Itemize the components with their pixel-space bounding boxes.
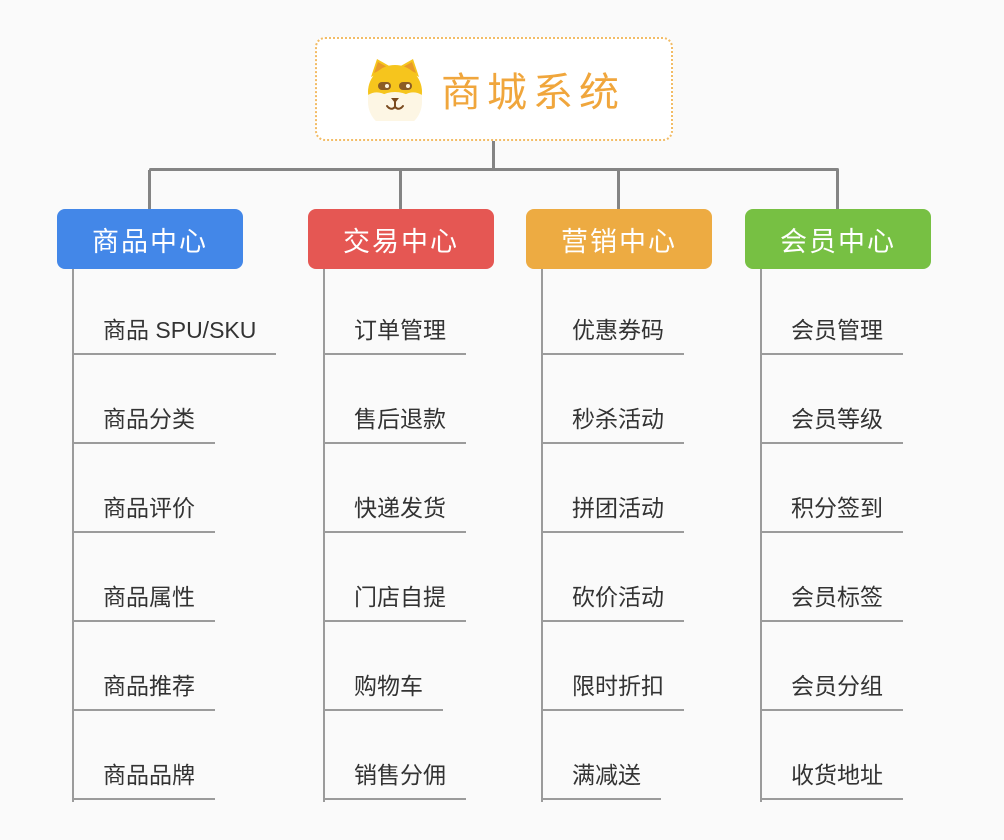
root-title: 商城系统 — [441, 71, 625, 115]
leaf-node[interactable]: 优惠券码 — [542, 317, 684, 355]
leaf-node[interactable]: 秒杀活动 — [542, 406, 684, 444]
connector-drop-marketing — [617, 170, 620, 210]
branch-marketing-center: 营销中心 优惠券码 秒杀活动 拼团活动 砍价活动 限时折扣 满减送 — [526, 209, 766, 809]
branch-spine — [323, 269, 325, 802]
leaf-node[interactable]: 门店自提 — [324, 584, 466, 622]
branch-member-center: 会员中心 会员管理 会员等级 积分签到 会员标签 会员分组 收货地址 — [745, 209, 985, 809]
leaf-node[interactable]: 会员标签 — [761, 584, 903, 622]
leaf-node[interactable]: 限时折扣 — [542, 673, 684, 711]
leaf-node[interactable]: 商品品牌 — [73, 762, 215, 800]
branch-header-product-center[interactable]: 商品中心 — [57, 209, 243, 269]
branch-spine — [760, 269, 762, 802]
leaf-node[interactable]: 商品 SPU/SKU — [73, 317, 277, 355]
leaf-node[interactable]: 销售分佣 — [324, 762, 466, 800]
dog-face-icon — [368, 59, 422, 121]
connector-drop-product — [148, 170, 151, 210]
leaf-node[interactable]: 会员等级 — [761, 406, 903, 444]
branch-product-center: 商品中心 商品 SPU/SKU 商品分类 商品评价 商品属性 商品推荐 商品品牌 — [57, 209, 297, 809]
leaf-node[interactable]: 快递发货 — [324, 495, 466, 533]
leaf-node[interactable]: 会员管理 — [761, 317, 903, 355]
leaf-node[interactable]: 拼团活动 — [542, 495, 684, 533]
branch-header-marketing-center[interactable]: 营销中心 — [526, 209, 712, 269]
leaf-node[interactable]: 商品评价 — [73, 495, 215, 533]
leaf-node[interactable]: 订单管理 — [324, 317, 466, 355]
leaf-node[interactable]: 会员分组 — [761, 673, 903, 711]
leaf-node[interactable]: 满减送 — [542, 762, 661, 800]
branch-spine — [541, 269, 543, 802]
leaf-node[interactable]: 砍价活动 — [542, 584, 684, 622]
leaf-node[interactable]: 收货地址 — [761, 762, 903, 800]
branch-spine — [72, 269, 74, 802]
connector-drop-trade — [399, 170, 402, 210]
connector-rail — [149, 168, 839, 171]
leaf-node[interactable]: 商品属性 — [73, 584, 215, 622]
branch-trade-center: 交易中心 订单管理 售后退款 快递发货 门店自提 购物车 销售分佣 — [308, 209, 548, 809]
connector-drop-member — [836, 170, 839, 210]
branch-header-trade-center[interactable]: 交易中心 — [308, 209, 494, 269]
leaf-node[interactable]: 售后退款 — [324, 406, 466, 444]
leaf-node[interactable]: 商品推荐 — [73, 673, 215, 711]
connector-root-stem — [492, 141, 495, 170]
branch-header-member-center[interactable]: 会员中心 — [745, 209, 931, 269]
root-node-mall-system[interactable]: 商城系统 — [315, 37, 673, 141]
leaf-node[interactable]: 购物车 — [324, 673, 443, 711]
leaf-node[interactable]: 商品分类 — [73, 406, 215, 444]
leaf-node[interactable]: 积分签到 — [761, 495, 903, 533]
